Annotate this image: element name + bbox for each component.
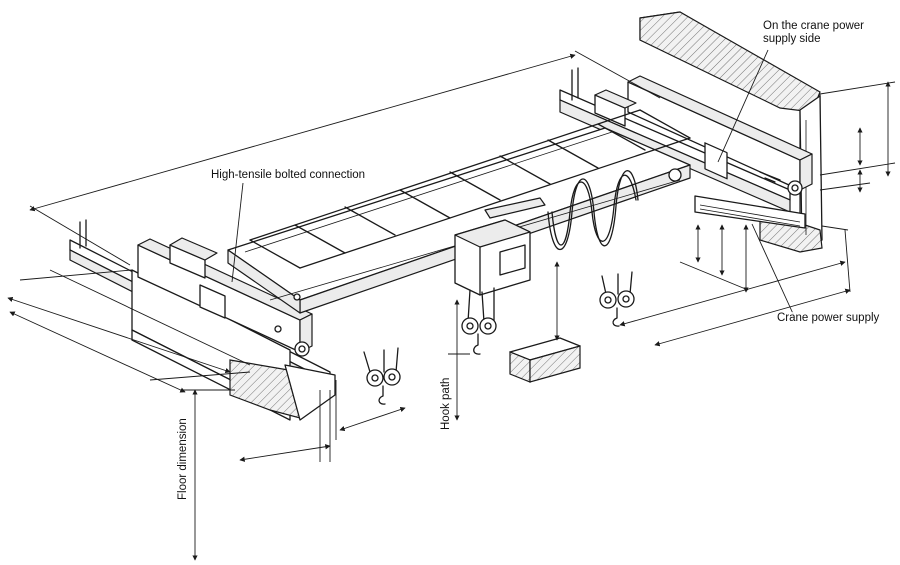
label-power-supply-side-line1: On the crane power <box>763 20 865 32</box>
leader-lines <box>231 49 796 319</box>
label-crane-power-supply: Crane power supply <box>776 312 881 325</box>
dimension-lines <box>7 50 896 561</box>
load-block <box>509 337 581 383</box>
hook-block-left <box>363 347 401 405</box>
label-floor-dimension: Floor dimension <box>177 416 189 502</box>
label-hook-path: Hook path <box>440 375 452 432</box>
label-power-supply-side-line2: supply side <box>763 33 821 45</box>
label-bolted-connection: High-tensile bolted connection <box>210 169 367 182</box>
right-end-carriage <box>594 75 813 196</box>
festoon-cable <box>547 168 682 250</box>
hook-block-right <box>599 271 635 327</box>
label-power-supply-side: On the crane power supply side <box>762 20 866 46</box>
